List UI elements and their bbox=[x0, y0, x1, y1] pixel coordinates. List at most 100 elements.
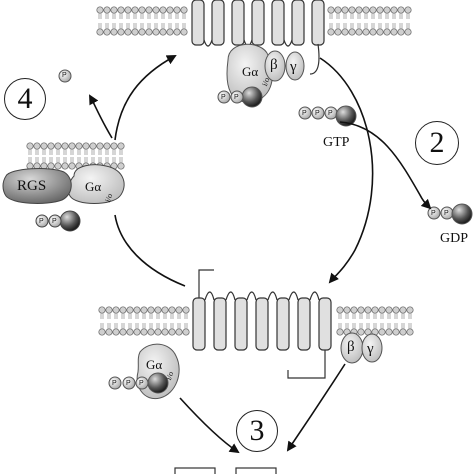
lipid-tail bbox=[77, 157, 81, 163]
p-label: P bbox=[221, 94, 226, 101]
top-g-protein bbox=[217, 43, 305, 108]
lipid-head bbox=[110, 6, 118, 14]
galpha-top-label: Gα bbox=[242, 64, 259, 79]
lipid-tail bbox=[387, 323, 391, 329]
lipid-head bbox=[376, 28, 384, 36]
lipid-head bbox=[124, 6, 132, 14]
lipid-tail bbox=[168, 13, 172, 19]
step-2-circle: 2 bbox=[415, 121, 459, 165]
p-label: P bbox=[39, 218, 44, 225]
bottom-receptor bbox=[192, 269, 332, 379]
lipid-head bbox=[336, 328, 344, 336]
lipid-tail bbox=[119, 23, 123, 29]
lipid-head bbox=[54, 162, 62, 170]
galpha-left-label: Gα bbox=[85, 179, 102, 194]
free-phosphate bbox=[58, 69, 72, 83]
galpha-bottom-label: Gα bbox=[146, 357, 163, 372]
gamma-label: γ bbox=[290, 59, 297, 75]
step-2-label: 2 bbox=[429, 126, 445, 159]
beta-bottom-label: β bbox=[347, 339, 355, 355]
lipid-tail bbox=[154, 23, 158, 29]
lipid-head bbox=[376, 6, 384, 14]
lipid-head bbox=[96, 6, 104, 14]
lipid-head bbox=[138, 28, 146, 36]
lipid-head bbox=[131, 28, 139, 36]
lipid-tail bbox=[128, 323, 132, 329]
lipid-head bbox=[98, 328, 106, 336]
lipid-tail bbox=[149, 323, 153, 329]
lipid-head bbox=[350, 306, 358, 314]
lipid-head bbox=[161, 306, 169, 314]
lipid-tail bbox=[105, 13, 109, 19]
lipid-head bbox=[341, 6, 349, 14]
lipid-head bbox=[103, 28, 111, 36]
lipid-head bbox=[159, 6, 167, 14]
lipid-head bbox=[362, 6, 370, 14]
lipid-tail bbox=[49, 149, 53, 155]
lipid-tail bbox=[338, 323, 342, 329]
lipid-head bbox=[180, 6, 188, 14]
lipid-head bbox=[33, 142, 41, 150]
lipid-head bbox=[117, 28, 125, 36]
lipid-tail bbox=[406, 13, 410, 19]
lipid-head bbox=[152, 28, 160, 36]
lipid-head bbox=[334, 28, 342, 36]
lipid-tail bbox=[114, 313, 118, 319]
lipid-tail bbox=[35, 149, 39, 155]
lipid-tail bbox=[182, 23, 186, 29]
lipid-head bbox=[378, 328, 386, 336]
lipid-head bbox=[131, 6, 139, 14]
lipid-head bbox=[126, 328, 134, 336]
p-label: P bbox=[328, 110, 333, 117]
lipid-head bbox=[399, 328, 407, 336]
lipid-head bbox=[182, 328, 190, 336]
lipid-tail bbox=[168, 23, 172, 29]
rgs-label: RGS bbox=[17, 178, 47, 194]
lipid-head bbox=[175, 328, 183, 336]
lipid-tail bbox=[70, 149, 74, 155]
lipid-head bbox=[355, 6, 363, 14]
lipid-head bbox=[369, 28, 377, 36]
lipid-head bbox=[166, 6, 174, 14]
lipid-tail bbox=[119, 149, 123, 155]
beta-label: β bbox=[270, 57, 278, 73]
lipid-head bbox=[168, 306, 176, 314]
step-3-circle: 3 bbox=[236, 410, 278, 452]
lipid-head bbox=[397, 6, 405, 14]
lipid-tail bbox=[373, 313, 377, 319]
lipid-tail bbox=[147, 13, 151, 19]
lipid-head bbox=[173, 6, 181, 14]
lipid-tail bbox=[77, 149, 81, 155]
lipid-tail bbox=[91, 157, 95, 163]
lipid-tail bbox=[359, 313, 363, 319]
lipid-head bbox=[404, 6, 412, 14]
lipid-tail bbox=[140, 13, 144, 19]
lipid-head bbox=[362, 28, 370, 36]
lipid-head bbox=[105, 306, 113, 314]
lipid-tail bbox=[394, 323, 398, 329]
effector-boxes bbox=[174, 467, 277, 474]
top-receptor bbox=[191, 0, 325, 75]
gamma-bottom-label: γ bbox=[367, 341, 374, 357]
lipid-head bbox=[110, 142, 118, 150]
lipid-head bbox=[341, 28, 349, 36]
lipid-tail bbox=[56, 149, 60, 155]
lipid-head bbox=[133, 328, 141, 336]
lipid-head bbox=[399, 306, 407, 314]
lipid-head bbox=[371, 306, 379, 314]
p-label: P bbox=[234, 94, 239, 101]
lipid-head bbox=[133, 306, 141, 314]
lipid-tail bbox=[329, 13, 333, 19]
lipid-tail bbox=[401, 323, 405, 329]
lipid-tail bbox=[380, 313, 384, 319]
bottom-betagamma bbox=[340, 332, 383, 364]
lipid-tail bbox=[107, 313, 111, 319]
lipid-head bbox=[119, 328, 127, 336]
lipid-head bbox=[175, 306, 183, 314]
lipid-head bbox=[145, 6, 153, 14]
lipid-head bbox=[117, 6, 125, 14]
lipid-head bbox=[390, 6, 398, 14]
lipid-head bbox=[147, 328, 155, 336]
lipid-head bbox=[336, 306, 344, 314]
lipid-tail bbox=[105, 23, 109, 29]
